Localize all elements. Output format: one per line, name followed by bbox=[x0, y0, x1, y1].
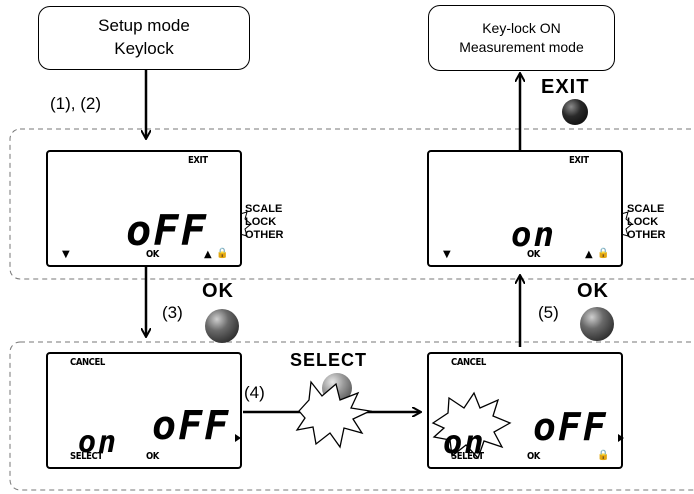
lcd-off-value: oFF bbox=[126, 206, 208, 255]
menu-item-other: OTHER bbox=[245, 229, 284, 241]
lcd-menu-left: SCALE LOCK OTHER bbox=[245, 203, 284, 242]
lcd-keylock-off: EXIT oFF ▼ OK ▲ 🔒 bbox=[46, 150, 242, 267]
setup-mode-subtitle: Keylock bbox=[114, 39, 174, 58]
lcd-exit-label: EXIT bbox=[188, 155, 208, 166]
lcd-cancel-label: CANCEL bbox=[451, 357, 486, 368]
lcd-exit-label: EXIT bbox=[569, 155, 589, 166]
starburst-icon bbox=[295, 380, 373, 449]
exit-push-button bbox=[562, 99, 588, 125]
lcd-cancel-label: CANCEL bbox=[70, 357, 105, 368]
lock-icon: 🔒 bbox=[597, 248, 610, 259]
exit-button-label: EXIT bbox=[541, 76, 590, 98]
starburst-icon bbox=[431, 391, 512, 460]
lcd-on-value: on bbox=[443, 423, 486, 461]
menu-item-other: OTHER bbox=[627, 229, 666, 241]
ok-push-button-left bbox=[205, 309, 239, 343]
setup-mode-box: Setup mode Keylock bbox=[38, 6, 250, 70]
ok-push-button-right bbox=[580, 307, 614, 341]
lcd-on-value: on bbox=[511, 215, 556, 255]
lcd-menu-right: SCALE LOCK OTHER bbox=[627, 203, 666, 242]
measurement-mode-box: Key-lock ON Measurement mode bbox=[428, 5, 615, 71]
lcd-ok-label: OK bbox=[527, 451, 540, 462]
lcd-off-value: oFF bbox=[152, 403, 231, 449]
menu-item-scale: SCALE bbox=[245, 203, 283, 215]
setup-mode-title: Setup mode bbox=[98, 16, 190, 36]
up-arrow-icon: ▲ bbox=[585, 249, 593, 260]
ok-button-label-right: OK bbox=[577, 280, 609, 302]
lcd-ok-label: OK bbox=[146, 249, 159, 260]
ok-button-label-left: OK bbox=[202, 280, 234, 302]
bottom-group-frame bbox=[9, 341, 694, 491]
menu-item-lock: LOCK bbox=[627, 216, 659, 228]
lcd-ok-label: OK bbox=[146, 451, 159, 462]
menu-item-lock: LOCK bbox=[245, 216, 277, 228]
lcd-select-label: SELECT bbox=[451, 451, 484, 462]
down-arrow-icon: ▼ bbox=[62, 249, 70, 260]
down-arrow-icon: ▼ bbox=[443, 249, 451, 260]
up-arrow-icon: ▲ bbox=[204, 249, 212, 260]
lcd-select-on: CANCEL on oFF SELECT OK 🔒 bbox=[427, 352, 623, 469]
step-label-4: (4) bbox=[244, 383, 265, 402]
lock-icon: 🔒 bbox=[216, 248, 229, 259]
select-button-label: SELECT bbox=[290, 350, 368, 370]
lcd-select-label: SELECT bbox=[70, 451, 103, 462]
step-label-5: (5) bbox=[538, 303, 559, 322]
menu-item-scale: SCALE bbox=[627, 203, 665, 215]
step-label-1-2: (1), (2) bbox=[50, 94, 101, 113]
lcd-keylock-on: EXIT on ▼ OK ▲ 🔒 bbox=[427, 150, 623, 267]
top-group-frame bbox=[9, 128, 694, 280]
step-label-3: (3) bbox=[162, 303, 183, 322]
measurement-mode-label: Measurement mode bbox=[459, 39, 584, 55]
lcd-select-off: CANCEL on oFF SELECT OK bbox=[46, 352, 242, 469]
lcd-on-value: on bbox=[78, 425, 119, 460]
keylock-on-label: Key-lock ON bbox=[482, 20, 561, 37]
lcd-ok-label: OK bbox=[527, 249, 540, 260]
lock-icon: 🔒 bbox=[597, 450, 610, 461]
lcd-off-value: oFF bbox=[533, 405, 608, 449]
right-pointer-icon bbox=[235, 434, 241, 442]
